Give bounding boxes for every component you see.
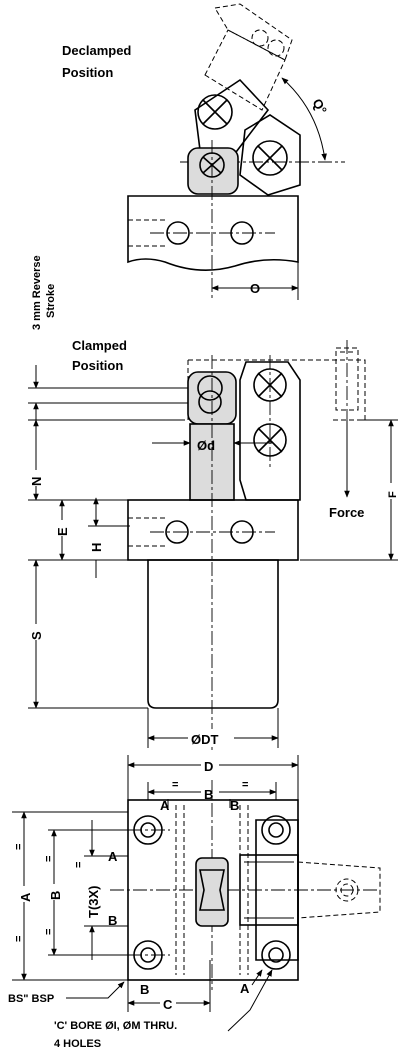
bolt-hole-top-right <box>261 815 291 845</box>
dimension-d-label: Ød <box>197 438 215 453</box>
declamped-view: Declamped Position Q° <box>62 3 345 300</box>
section-A-left: A <box>108 849 118 864</box>
declamped-pivot-upper <box>197 94 233 130</box>
equal-mark: = <box>172 779 178 791</box>
section-B-bottom: B <box>140 982 149 997</box>
plan-swing-arm <box>297 861 381 919</box>
port-label: BS" BSP <box>8 993 54 1005</box>
dimension-H-label: H <box>89 543 104 552</box>
bore-note-line2: 4 HOLES <box>54 1038 101 1050</box>
declamped-lever <box>239 114 301 196</box>
bolt-hole-bottom-left <box>128 940 170 970</box>
plan-link <box>195 857 229 927</box>
equal-mark: = <box>242 779 248 791</box>
dimension-O-label: O <box>250 281 260 296</box>
declamped-clevis <box>187 147 239 195</box>
plan-lever <box>255 819 299 961</box>
declamped-angle-label: Q° <box>309 96 330 117</box>
clamped-view: Clamped Position 3 mm Reverse Stroke N E… <box>28 255 398 750</box>
equal-mark: = <box>43 929 55 935</box>
equal-mark: = <box>13 936 25 942</box>
dimension-F-label: F <box>387 491 398 498</box>
bolt-hole-bottom-right <box>261 940 291 970</box>
declamped-subtitle: Position <box>62 65 113 80</box>
dimension-DT-label: ØDT <box>191 732 219 747</box>
dimension-D-label: D <box>204 759 213 774</box>
section-A-top: A <box>160 798 170 813</box>
equal-mark: = <box>13 844 25 850</box>
reverse-stroke-label-line2: Stroke <box>45 284 57 318</box>
swing-envelope <box>188 359 366 421</box>
declamped-raised-arm <box>204 3 293 111</box>
plan-lever-head <box>239 854 299 926</box>
declamped-link-arm <box>194 78 270 161</box>
section-B-left: B <box>108 913 117 928</box>
declamped-body <box>127 195 299 271</box>
declamped-title: Declamped <box>62 43 131 58</box>
section-B-top: B <box>230 798 239 813</box>
dimension-T-label: T(3X) <box>86 886 101 919</box>
clamped-body-flange <box>127 499 299 561</box>
force-label: Force <box>329 505 364 520</box>
bore-note-line1: 'C' BORE ØI, ØM THRU. <box>54 1020 177 1032</box>
reverse-stroke-label-line1: 3 mm Reverse <box>31 255 43 330</box>
plan-view: D = = B A B <box>8 755 381 1050</box>
bolt-hole-top-left <box>128 815 170 845</box>
dimension-N-label: N <box>29 477 44 486</box>
clamped-title: Clamped <box>72 338 127 353</box>
declamped-angle-arc <box>281 77 327 161</box>
dimension-B-left-label: B <box>48 891 63 900</box>
equal-mark: = <box>43 856 55 862</box>
dimension-S-label: S <box>29 631 44 640</box>
cylinder-body <box>147 559 279 709</box>
equal-mark: = <box>73 862 85 868</box>
section-A-bottom: A <box>240 981 250 996</box>
dimension-B-top-label: B <box>204 787 213 802</box>
dimension-A-label: A <box>18 892 33 902</box>
clamped-swing-arm <box>335 340 359 420</box>
dimension-E-label: E <box>55 527 70 536</box>
dimension-C-label: C <box>163 997 173 1012</box>
clamped-subtitle: Position <box>72 358 123 373</box>
